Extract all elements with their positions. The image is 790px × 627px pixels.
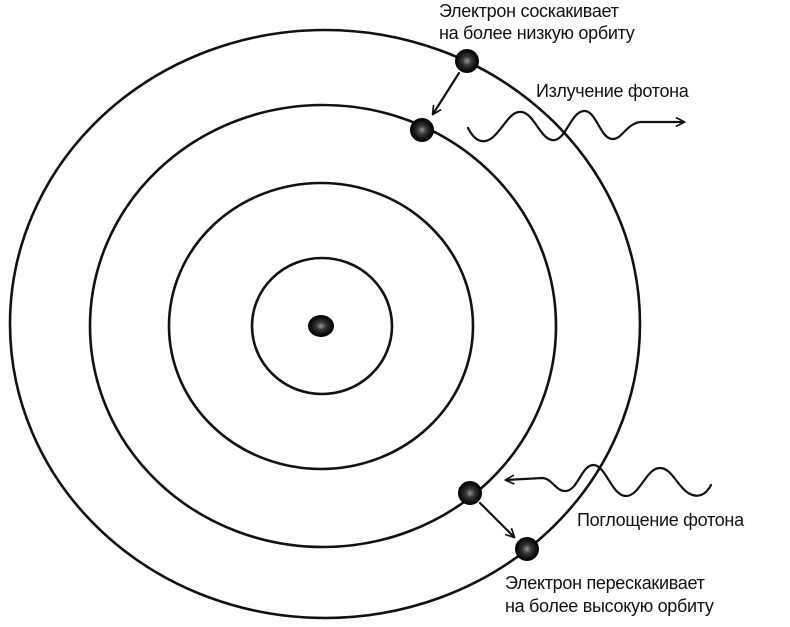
emitted-photon-wave <box>466 109 686 143</box>
absorption-jump-label-line1: Электрон перескакивает <box>505 573 705 593</box>
emission-jump-label-line2: на более низкую орбиту <box>439 23 635 43</box>
orbit-3 <box>88 103 558 549</box>
photon-emission-label: Излучение фотона <box>536 81 690 101</box>
absorption-transition-arrow <box>478 501 516 539</box>
emission-jump-label-line1: Электрон соскакивает <box>439 1 619 21</box>
orbit-4 <box>8 28 642 620</box>
electron-inner-bottom <box>458 481 482 505</box>
photon-absorption-label: Поглощение фотона <box>577 510 745 530</box>
electron-outer-bottom <box>515 537 539 561</box>
absorption-jump-label-line2: на более высокую орбиту <box>505 596 714 616</box>
electron-inner-top <box>410 118 434 142</box>
nucleus <box>308 315 334 337</box>
orbit-1 <box>250 256 394 396</box>
emission-transition-arrow <box>431 71 461 116</box>
orbit-2 <box>167 181 475 471</box>
electron-outer-top <box>455 49 479 73</box>
absorbed-photon-wave <box>504 463 713 498</box>
